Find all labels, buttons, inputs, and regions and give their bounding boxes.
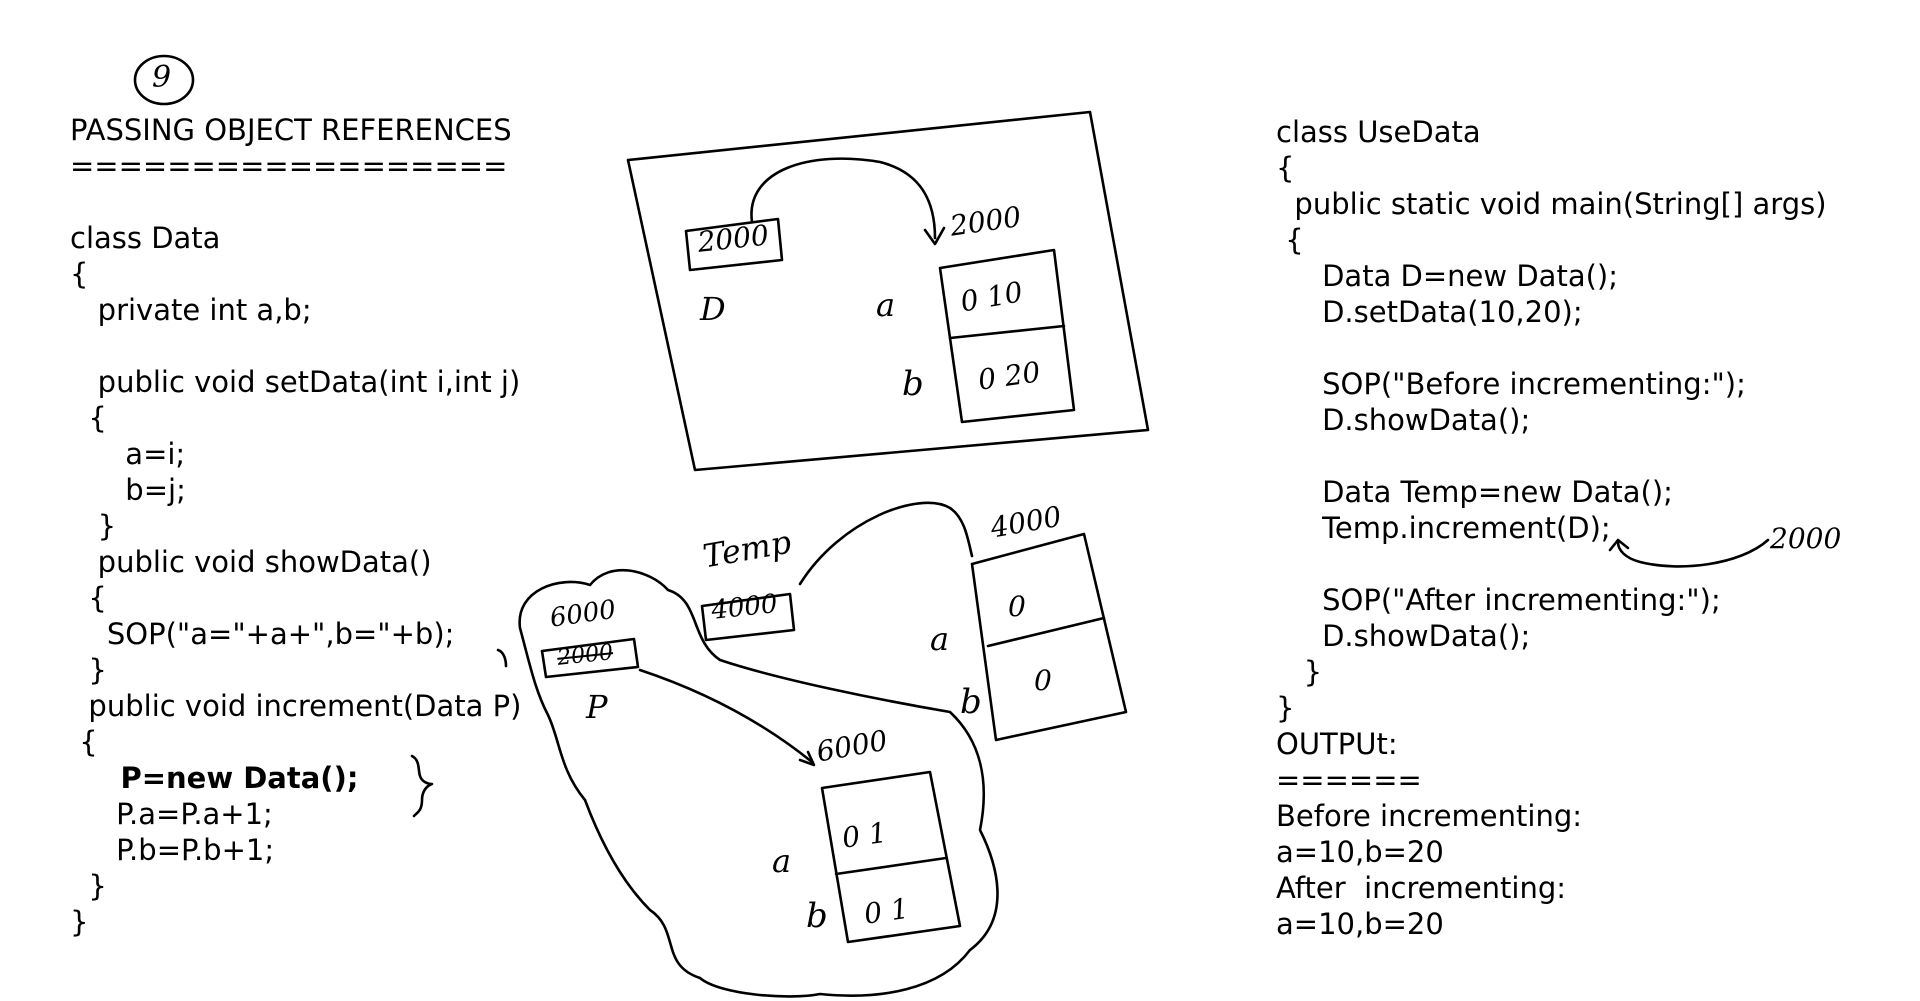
temp-object-address: 4000 bbox=[988, 499, 1064, 545]
right-code-block: class UseData{ public static void main(S… bbox=[1276, 114, 1827, 942]
p-object-divider bbox=[834, 856, 948, 876]
top-ref-value: 2000 bbox=[696, 218, 771, 259]
code-line bbox=[70, 328, 521, 364]
temp-field-b: b bbox=[960, 682, 982, 722]
code-line: } bbox=[70, 869, 107, 903]
code-line bbox=[70, 184, 521, 220]
code-line: } bbox=[1276, 691, 1295, 725]
increment-frame-cloud bbox=[518, 568, 999, 998]
code-line: class Data bbox=[70, 221, 221, 255]
temp-b-value: 0 bbox=[1034, 664, 1052, 697]
code-line: public void increment(Data P) bbox=[70, 689, 522, 723]
p-ref-old-address: 2000 bbox=[556, 640, 615, 671]
top-b-value: 0 20 bbox=[976, 355, 1043, 397]
p-label: P bbox=[586, 688, 608, 726]
code-line: { bbox=[70, 401, 107, 435]
d-object-box bbox=[938, 248, 1076, 424]
top-a-value: 0 10 bbox=[958, 275, 1026, 319]
p-ref-arrow bbox=[638, 668, 814, 764]
code-line bbox=[1276, 546, 1827, 582]
code-line: P=new Data(); bbox=[70, 761, 359, 795]
code-line: SOP("Before incrementing:"); bbox=[1276, 367, 1746, 401]
p-ref-arrowhead bbox=[798, 750, 816, 767]
code-line: ================== bbox=[70, 149, 508, 183]
d-object-divider bbox=[948, 324, 1066, 340]
p-b-value: 0 1 bbox=[862, 891, 911, 931]
code-line: } bbox=[1276, 655, 1323, 689]
code-line: D.showData(); bbox=[1276, 619, 1531, 653]
top-var-d: D bbox=[700, 290, 726, 328]
code-line: private int a,b; bbox=[70, 293, 312, 327]
top-field-b: b bbox=[902, 364, 924, 404]
code-line: { bbox=[70, 725, 98, 759]
top-field-a: a bbox=[876, 286, 896, 324]
code-line: Before incrementing: bbox=[1276, 799, 1583, 833]
code-line: D.showData(); bbox=[1276, 403, 1531, 437]
temp-object-box bbox=[970, 532, 1128, 742]
code-line: After incrementing: bbox=[1276, 871, 1567, 905]
code-line: public void setData(int i,int j) bbox=[70, 365, 521, 399]
code-line: Temp.increment(D); bbox=[1276, 511, 1611, 545]
left-code-block: PASSING OBJECT REFERENCES===============… bbox=[70, 112, 521, 940]
code-line: a=i; bbox=[70, 437, 186, 471]
code-line: ====== bbox=[1276, 763, 1422, 797]
code-line: public static void main(String[] args) bbox=[1276, 187, 1827, 221]
code-line: PASSING OBJECT REFERENCES bbox=[70, 113, 512, 147]
code-line: a=10,b=20 bbox=[1276, 835, 1444, 869]
code-line: OUTPUt: bbox=[1276, 727, 1398, 761]
code-line: public void showData() bbox=[70, 545, 432, 579]
code-line: { bbox=[1276, 151, 1295, 185]
temp-field-a: a bbox=[930, 620, 950, 658]
code-line: SOP("After incrementing:"); bbox=[1276, 583, 1721, 617]
p-field-a: a bbox=[772, 842, 792, 880]
code-line: { bbox=[1276, 223, 1304, 257]
code-line: P.a=P.a+1; bbox=[70, 797, 273, 831]
p-ref-new-address: 6000 bbox=[548, 594, 618, 634]
code-line: P.b=P.b+1; bbox=[70, 833, 275, 867]
p-object-address: 6000 bbox=[814, 723, 890, 769]
temp-ref-value: 4000 bbox=[710, 589, 779, 626]
code-line: a=10,b=20 bbox=[1276, 907, 1444, 941]
call-arg-address: 2000 bbox=[1770, 522, 1842, 555]
temp-object-divider bbox=[986, 616, 1106, 648]
d-ref-arrow bbox=[750, 157, 937, 240]
code-line: Data Temp=new Data(); bbox=[1276, 475, 1673, 509]
code-line: } bbox=[70, 905, 89, 939]
code-line: SOP("a="+a+",b="+b); bbox=[70, 617, 455, 651]
code-line: } bbox=[70, 509, 117, 543]
temp-ref-arrow bbox=[798, 501, 974, 586]
code-line: } bbox=[70, 653, 107, 687]
page-number-mark: 9 bbox=[152, 60, 172, 95]
code-line: b=j; bbox=[70, 473, 186, 507]
code-line: { bbox=[70, 257, 89, 291]
temp-label: Temp bbox=[700, 522, 794, 576]
code-line: D.setData(10,20); bbox=[1276, 295, 1583, 329]
p-a-value: 0 1 bbox=[840, 815, 889, 855]
code-line bbox=[1276, 438, 1827, 474]
temp-a-value: 0 bbox=[1008, 590, 1026, 623]
code-line: Data D=new Data(); bbox=[1276, 259, 1618, 293]
code-line: class UseData bbox=[1276, 115, 1481, 149]
d-ref-arrowhead bbox=[923, 226, 946, 246]
top-object-address: 2000 bbox=[948, 200, 1024, 243]
code-line bbox=[1276, 330, 1827, 366]
p-field-b: b bbox=[806, 896, 828, 936]
code-line: { bbox=[70, 581, 107, 615]
